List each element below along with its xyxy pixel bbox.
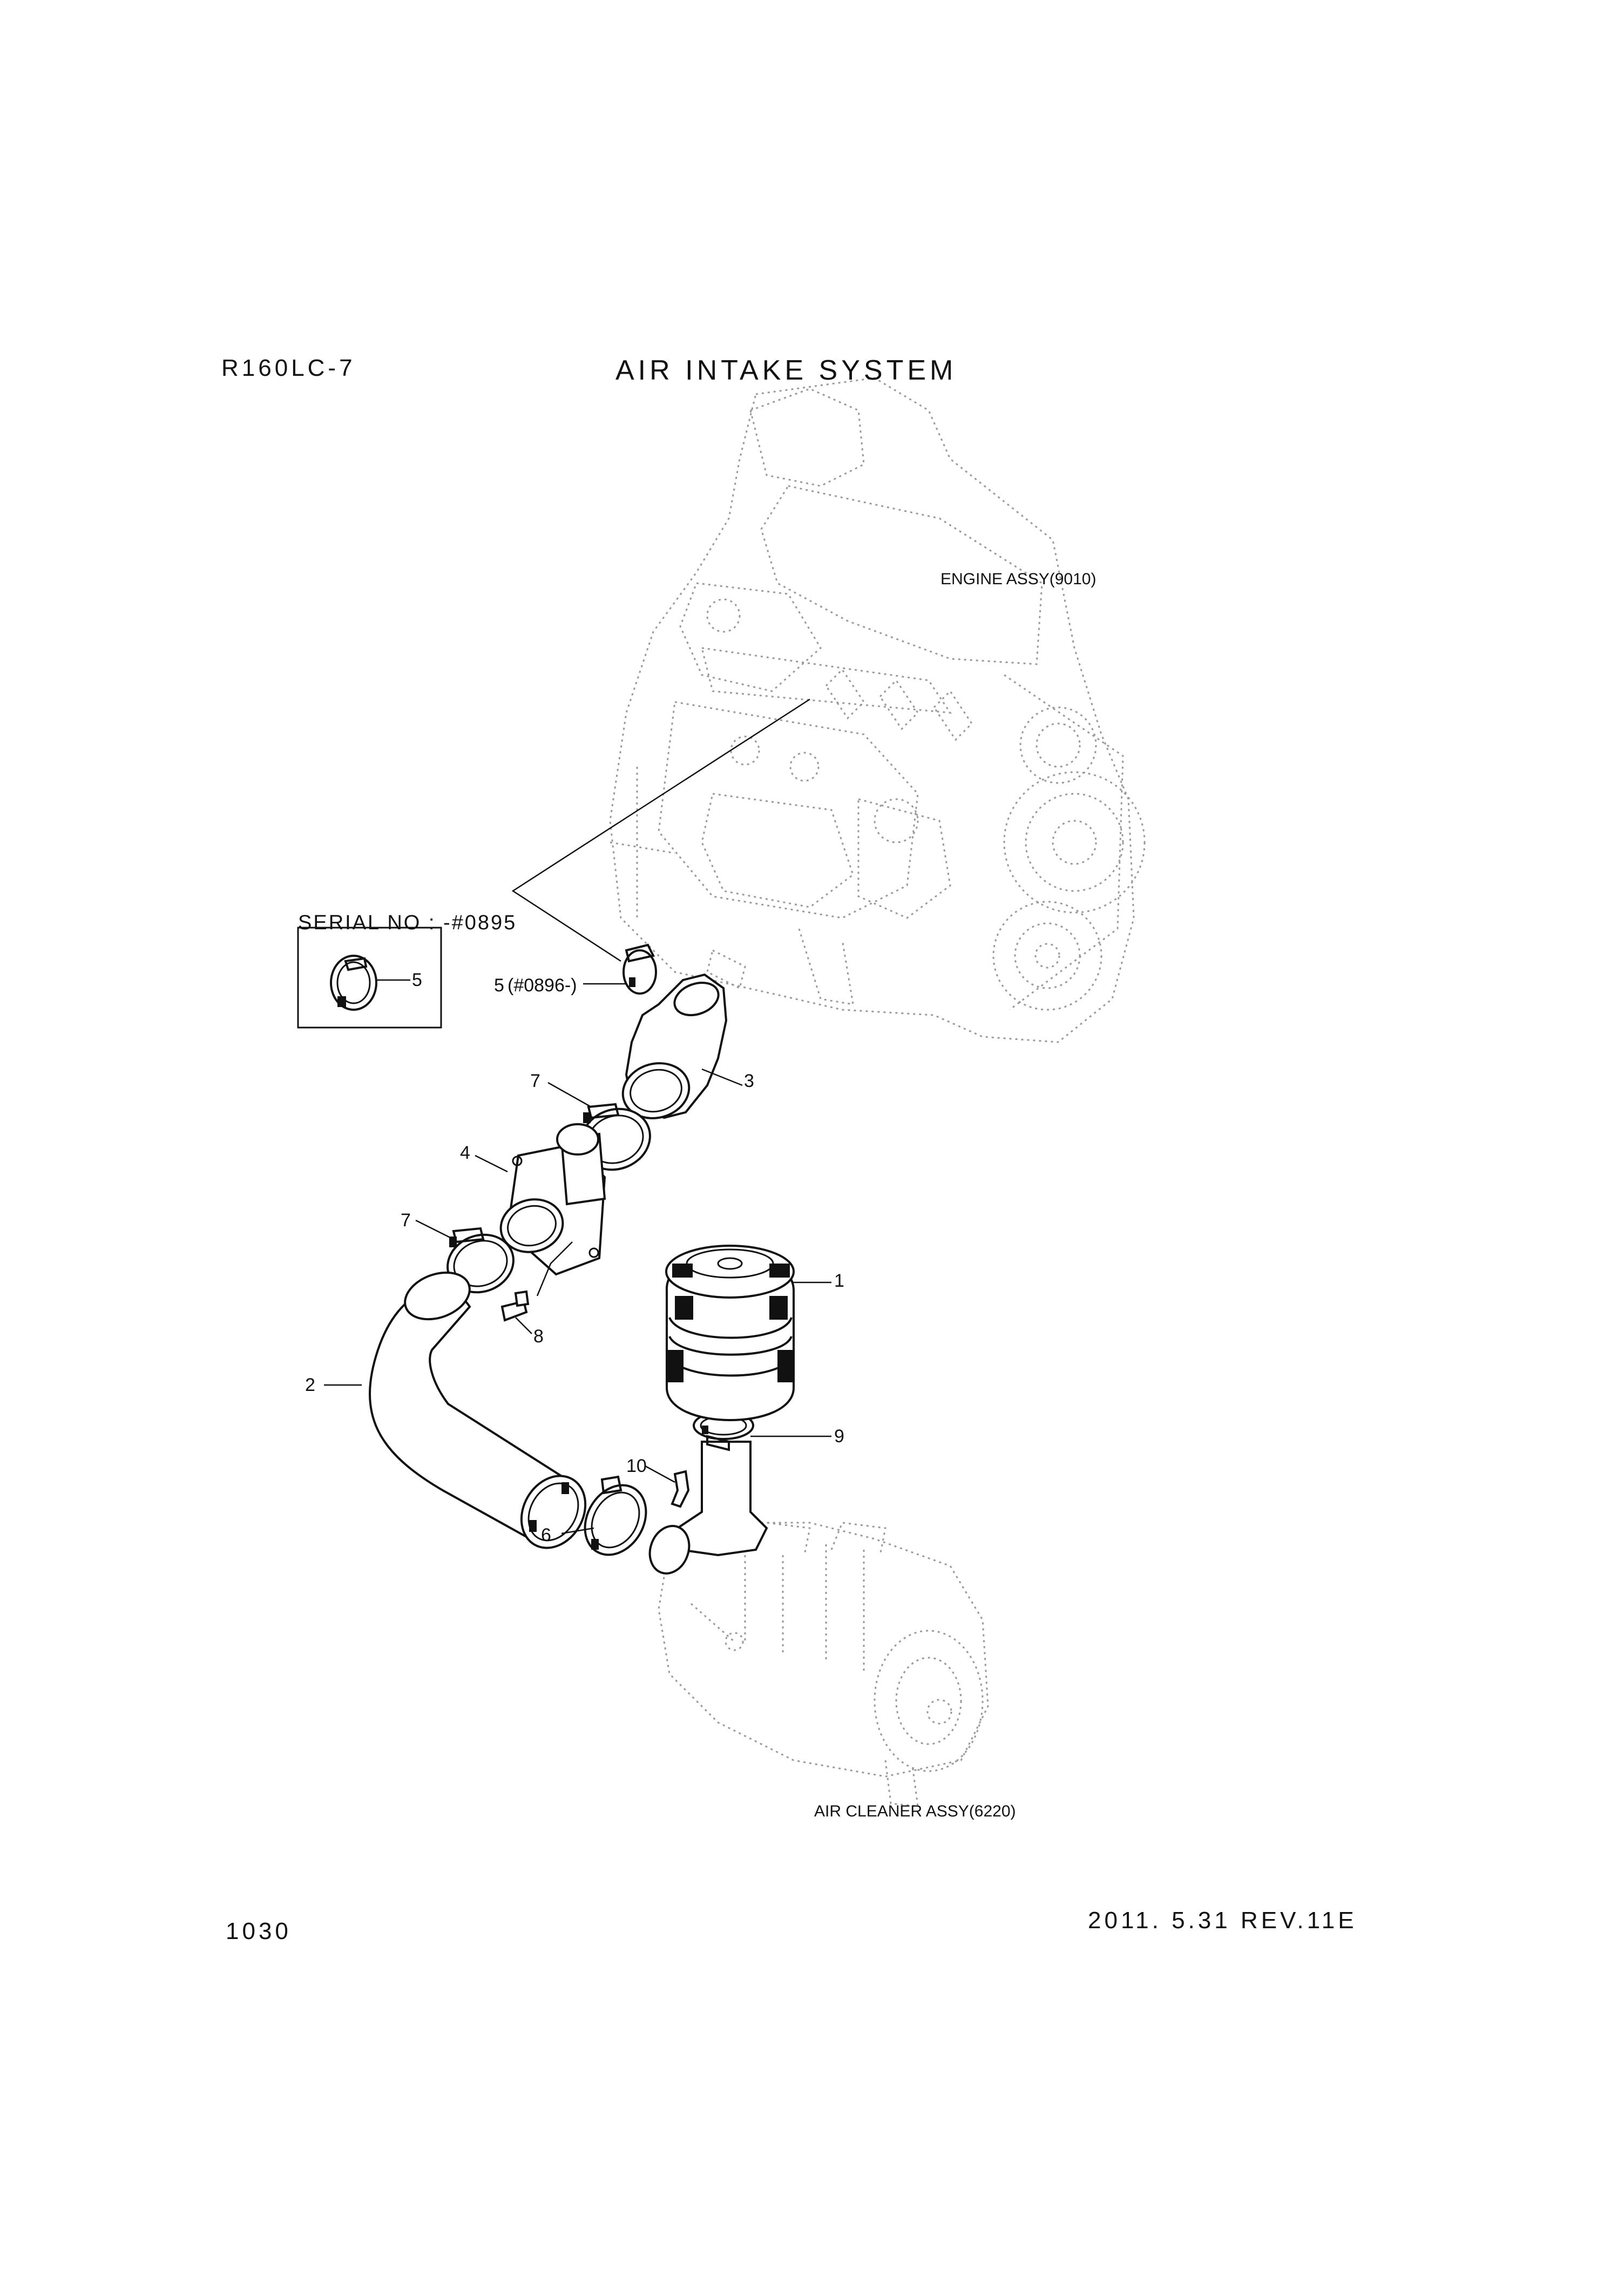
elbow-hose-part-3: [621, 973, 728, 1119]
leader-10: [645, 1465, 675, 1483]
serial-number-label: SERIAL NO : -#0895: [298, 911, 517, 934]
clamp-part-5: [622, 943, 657, 995]
callout-7-lower: 7: [401, 1210, 411, 1231]
air-cleaner-inlet: [648, 1441, 768, 1575]
flange-pipe-part-4: [499, 1123, 606, 1276]
precleaner-part-1: [665, 1245, 795, 1421]
engine-leader-line: [511, 698, 810, 962]
page-title: AIR INTAKE SYSTEM: [615, 355, 957, 386]
callout-1: 1: [834, 1271, 844, 1291]
engine-assembly-ghost: [609, 377, 1146, 1043]
callout-8: 8: [533, 1326, 544, 1347]
leader-8: [515, 1317, 532, 1334]
callout-7-upper: 7: [530, 1071, 540, 1091]
serial-inset-box: [297, 927, 442, 1029]
flange-to-fitting-leader: [536, 1241, 573, 1296]
leader-3: [701, 1068, 743, 1086]
revision-date: 2011. 5.31 REV.11E: [1088, 1907, 1357, 1934]
callout-5-serial: (#0896-): [508, 975, 577, 996]
engine-assy-reference: ENGINE ASSY(9010): [940, 570, 1097, 588]
fitting-part-8: [500, 1290, 530, 1322]
callout-10: 10: [626, 1456, 647, 1476]
callout-5: 5: [494, 975, 504, 996]
callout-4: 4: [460, 1143, 470, 1163]
model-code: R160LC-7: [221, 355, 356, 381]
bent-hose-part-2: [369, 1271, 587, 1549]
page-number: 1030: [226, 1918, 292, 1944]
leader-7-upper: [547, 1082, 592, 1108]
inset-clamp: [330, 955, 377, 1011]
leader-4: [475, 1154, 508, 1173]
leader-7-lower: [415, 1219, 454, 1240]
callout-inset-5: 5: [412, 970, 422, 990]
callout-6: 6: [541, 1525, 551, 1545]
air-cleaner-assembly-ghost: [658, 1522, 989, 1807]
air-cleaner-assy-reference: AIR CLEANER ASSY(6220): [814, 1802, 1016, 1820]
leader-6: [561, 1527, 594, 1535]
fitting-part-10: [671, 1470, 690, 1508]
callout-3: 3: [744, 1071, 754, 1091]
clamp-part-6: [584, 1475, 647, 1556]
callout-9: 9: [834, 1426, 844, 1447]
callout-2: 2: [305, 1375, 315, 1395]
